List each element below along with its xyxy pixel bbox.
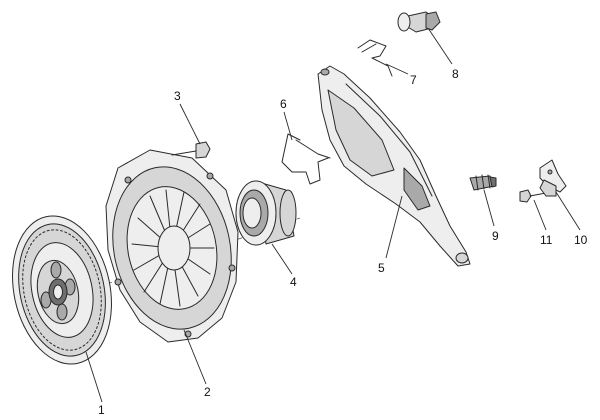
leader-lines [85, 27, 581, 403]
clutch-release-fork [317, 65, 471, 267]
callout-3: 3 [174, 89, 181, 103]
callout-4: 4 [290, 275, 297, 289]
callout-labels: 1 2 3 4 5 6 7 8 9 10 11 [98, 67, 588, 417]
clutch-disc [12, 215, 112, 365]
leader-9 [483, 189, 495, 227]
leader-11 [533, 199, 547, 231]
leader-1 [85, 351, 103, 403]
callout-1: 1 [98, 403, 105, 417]
mounting-bracket [539, 159, 567, 197]
callout-6: 6 [280, 97, 287, 111]
leader-8 [427, 27, 453, 65]
wire-retaining-clip [357, 39, 393, 77]
leader-2 [183, 329, 207, 385]
callout-2: 2 [204, 385, 211, 399]
callout-8: 8 [452, 67, 459, 81]
retaining-spring-clip [281, 133, 331, 185]
small-bolt [519, 189, 547, 203]
leader-6 [283, 111, 293, 141]
leader-10 [555, 191, 581, 231]
callout-5: 5 [378, 261, 385, 275]
callout-11: 11 [540, 233, 553, 247]
bolt [171, 141, 211, 159]
callout-10: 10 [574, 233, 588, 247]
leader-3 [179, 103, 201, 145]
release-bearing [235, 180, 297, 246]
leader-4 [271, 243, 293, 275]
ball-pivot-stud [397, 11, 441, 33]
leader-5 [385, 195, 403, 259]
pressure-plate [105, 149, 239, 343]
leader-7 [385, 63, 409, 75]
callout-7: 7 [410, 73, 417, 87]
rubber-boot [469, 174, 497, 191]
callout-9: 9 [492, 229, 499, 243]
